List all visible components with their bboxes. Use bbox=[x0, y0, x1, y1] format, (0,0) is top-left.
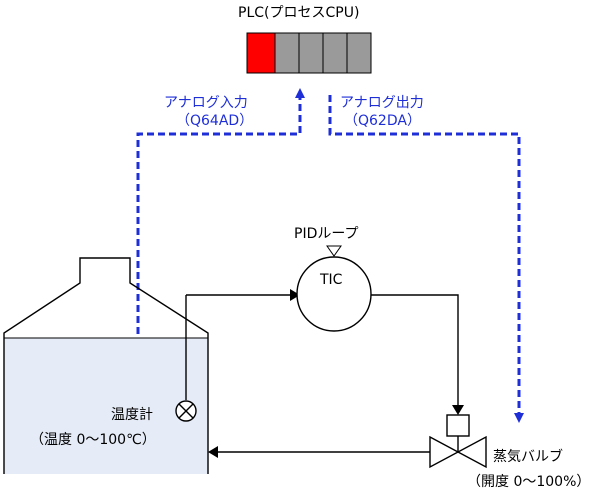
thermometer-range: （温度 0〜100℃） bbox=[30, 432, 156, 448]
plc-module bbox=[298, 32, 324, 74]
pid-setpoint-arrow-icon bbox=[326, 245, 342, 257]
valve-actuator bbox=[446, 414, 470, 437]
analog-output-signal-line bbox=[328, 95, 524, 423]
control-output-line bbox=[371, 294, 459, 405]
thermometer bbox=[175, 295, 197, 422]
steam-valve bbox=[429, 414, 487, 469]
plc-label: PLC(プロセスCPU) bbox=[238, 5, 359, 21]
measurement-arrow-icon bbox=[290, 289, 300, 301]
analog-input-label: アナログ入力 bbox=[164, 95, 248, 111]
thermometer-cross-b bbox=[178, 403, 194, 419]
pid-loop-label: PIDループ bbox=[294, 226, 359, 242]
thermometer-label: 温度計 bbox=[111, 407, 153, 423]
tank-outline bbox=[3, 257, 209, 474]
analog-output-label: アナログ出力 bbox=[340, 95, 424, 111]
plc-module bbox=[322, 32, 348, 74]
plc-rack bbox=[246, 32, 372, 74]
tic-label: TIC bbox=[319, 272, 343, 288]
plc-module bbox=[346, 32, 372, 74]
plc-module bbox=[274, 32, 300, 74]
control-output-arrow-icon bbox=[452, 405, 464, 415]
steam-valve-label: 蒸気バルブ bbox=[493, 448, 563, 465]
valve-body-icon bbox=[429, 435, 487, 469]
analog-input-signal-line bbox=[136, 88, 305, 400]
analog-output-model: （Q62DA） bbox=[344, 113, 421, 129]
tank bbox=[3, 257, 209, 474]
tic-controller bbox=[296, 256, 372, 332]
tank-liquid bbox=[4, 338, 208, 474]
plc-module-cpu bbox=[246, 32, 276, 74]
steam-return-arrow-icon bbox=[208, 446, 218, 458]
analog-input-model: （Q64AD） bbox=[176, 113, 253, 129]
steam-valve-range: （開度 0〜100%） bbox=[467, 474, 590, 490]
